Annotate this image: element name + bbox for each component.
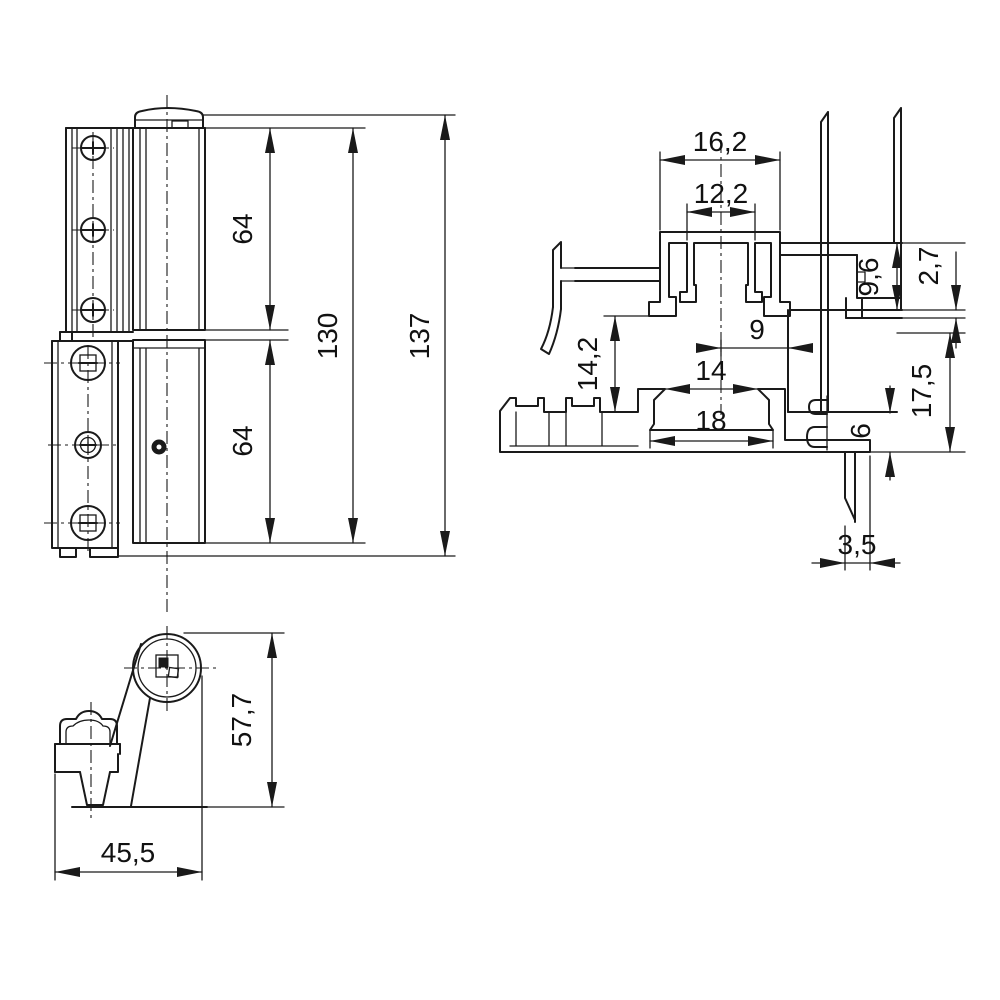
dim-label-45-5: 45,5 bbox=[101, 837, 156, 868]
dim-label-2-7: 2,7 bbox=[913, 247, 944, 286]
dim-label-9-6: 9,6 bbox=[853, 258, 884, 297]
dim-label-3-5: 3,5 bbox=[838, 529, 877, 560]
arrow-up-icon bbox=[267, 633, 277, 658]
dim-17-5: 17,5 bbox=[906, 332, 955, 453]
arrow-left-icon bbox=[788, 343, 813, 353]
hinge-barrel bbox=[65, 107, 206, 544]
arrow-left-icon bbox=[55, 867, 80, 877]
dim-64-upper: 64 bbox=[227, 127, 275, 331]
dim-label-130: 130 bbox=[312, 313, 343, 360]
top-view: 57,7 45,5 bbox=[54, 626, 285, 881]
frame-plate bbox=[59, 127, 134, 342]
arrow-down-icon bbox=[348, 518, 358, 543]
front-view: 64 64 130 137 bbox=[44, 95, 456, 615]
arrow-left-icon bbox=[650, 436, 675, 446]
dim-16-2: 16,2 bbox=[659, 126, 781, 231]
dim-label-137: 137 bbox=[404, 313, 435, 360]
dim-45-5: 45,5 bbox=[54, 675, 203, 881]
dim-label-16-2: 16,2 bbox=[693, 126, 748, 157]
arrow-down-icon bbox=[265, 518, 275, 543]
arrow-up-icon bbox=[951, 318, 961, 343]
arrow-down-icon bbox=[945, 427, 955, 452]
arrow-right-icon bbox=[177, 867, 202, 877]
arrow-down-icon bbox=[885, 388, 895, 413]
arrow-right-icon bbox=[820, 558, 845, 568]
arrow-up-icon bbox=[348, 128, 358, 153]
barrel-cap bbox=[134, 107, 204, 129]
arrow-up-icon bbox=[610, 316, 620, 341]
dim-2-7: 2,7 bbox=[913, 247, 961, 349]
arrow-left-icon bbox=[687, 207, 712, 217]
drain-spout bbox=[844, 451, 856, 523]
arrow-down-icon bbox=[610, 387, 620, 412]
arrow-up-icon bbox=[892, 243, 902, 268]
dim-3-5: 3,5 bbox=[811, 455, 901, 571]
dim-6: 6 bbox=[845, 385, 895, 481]
arrow-down-icon bbox=[265, 305, 275, 330]
dim-label-64-upper: 64 bbox=[227, 213, 258, 244]
front-extension-lines bbox=[117, 114, 456, 557]
arrow-right-icon bbox=[730, 207, 755, 217]
arrow-down-icon bbox=[267, 782, 277, 807]
glazing-clips bbox=[806, 395, 828, 451]
arrow-left-icon bbox=[660, 155, 685, 165]
bottom-rail bbox=[499, 388, 966, 523]
dim-label-64-lower: 64 bbox=[227, 425, 258, 456]
right-rail bbox=[779, 242, 966, 413]
dim-57-7: 57,7 bbox=[183, 632, 285, 808]
hat-channel bbox=[648, 231, 791, 317]
bracket-arm bbox=[109, 643, 151, 807]
arrow-left-icon bbox=[870, 558, 895, 568]
dim-label-14-2: 14,2 bbox=[572, 337, 603, 392]
arrow-down-icon bbox=[892, 285, 902, 310]
dim-14-2: 14,2 bbox=[572, 315, 651, 413]
gasket-arm bbox=[540, 241, 661, 355]
clamp-body bbox=[54, 702, 208, 818]
dim-label-9: 9 bbox=[749, 314, 765, 345]
dim-130: 130 bbox=[312, 127, 358, 544]
arrow-down-icon bbox=[440, 531, 450, 556]
arrow-right-icon bbox=[755, 155, 780, 165]
arrow-left-icon bbox=[665, 384, 690, 394]
dim-64-lower: 64 bbox=[227, 339, 275, 544]
dim-137: 137 bbox=[404, 114, 450, 557]
dim-label-6: 6 bbox=[845, 423, 876, 439]
glazing-fin-right bbox=[893, 107, 902, 311]
dim-9: 9 bbox=[696, 314, 813, 353]
dim-18: 18 bbox=[649, 405, 774, 449]
arrow-up-icon bbox=[440, 115, 450, 140]
dim-label-12-2: 12,2 bbox=[694, 178, 749, 209]
dim-14: 14 bbox=[664, 355, 759, 394]
arrow-right-icon bbox=[748, 436, 773, 446]
profile-section-view: 16,2 12,2 9 14,2 14 bbox=[499, 107, 966, 571]
arrow-right-icon bbox=[733, 384, 758, 394]
dim-9-6: 9,6 bbox=[853, 242, 902, 311]
arrow-up-icon bbox=[265, 340, 275, 365]
dim-12-2: 12,2 bbox=[686, 178, 756, 241]
arrow-up-icon bbox=[945, 333, 955, 358]
screw-hole bbox=[44, 505, 120, 541]
arrow-down-icon bbox=[951, 285, 961, 310]
screw-hole bbox=[44, 345, 120, 381]
arrow-up-icon bbox=[885, 452, 895, 477]
dim-label-17-5: 17,5 bbox=[906, 364, 937, 419]
arrow-right-icon bbox=[696, 343, 721, 353]
dim-label-14: 14 bbox=[695, 355, 726, 386]
dim-label-57-7: 57,7 bbox=[226, 693, 257, 748]
glazing-fin-left bbox=[820, 111, 829, 413]
dim-label-18: 18 bbox=[695, 405, 726, 436]
sash-plate bbox=[44, 340, 134, 558]
arrow-up-icon bbox=[265, 128, 275, 153]
